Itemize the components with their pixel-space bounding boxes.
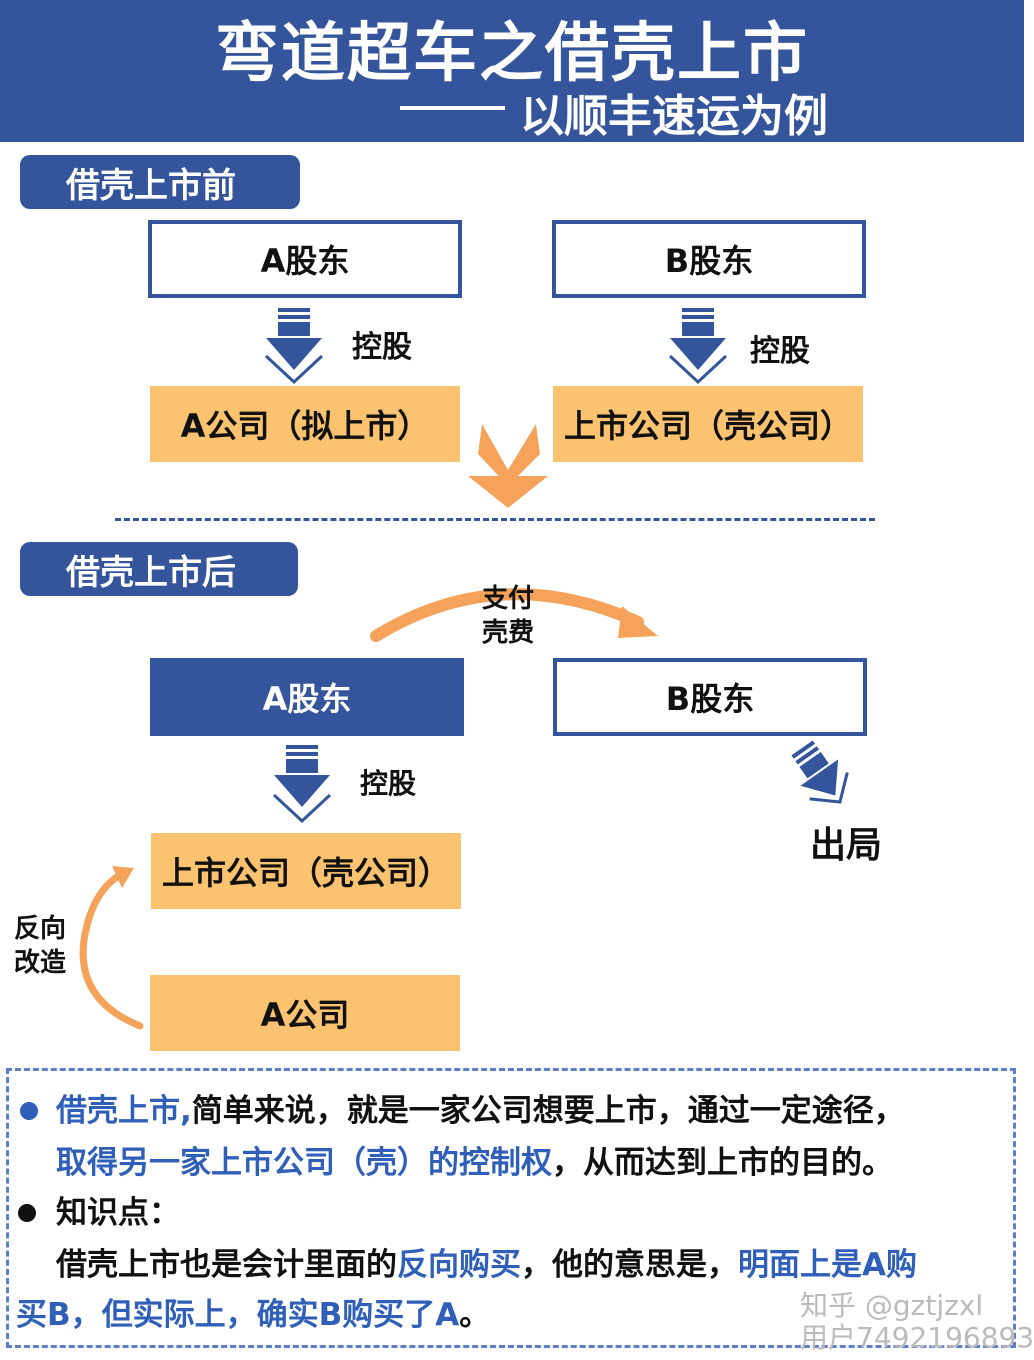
note-line-4-text-b: ，他的意思是， xyxy=(521,1247,738,1283)
before-a-shareholder-box: A股东 xyxy=(148,220,462,298)
note-line-2-highlight: 取得另一家上市公司（壳）的控制权 xyxy=(56,1145,552,1181)
merge-down-arrow-icon xyxy=(468,424,548,508)
exit-label: 出局 xyxy=(810,825,883,866)
watermark: 知乎 @gztjzxl 用户7492196893 xyxy=(800,1290,1034,1354)
note-line-1: 借壳上市,简单来说，就是一家公司想要上市，通过一定途径， xyxy=(56,1092,905,1130)
pay-fee-curved-arrow-icon xyxy=(370,588,658,642)
page-title: 弯道超车之借壳上市 xyxy=(215,17,809,91)
note-line-4-highlight-2: 明面上是A购 xyxy=(738,1247,917,1283)
note-line-5-highlight: 买B，但实际上，确实B购买了A xyxy=(16,1297,460,1333)
note-line-1-highlight: 借壳上市, xyxy=(56,1093,192,1129)
reverse-curved-arrow-icon xyxy=(79,866,144,1030)
note-line-2: 取得另一家上市公司（壳）的控制权，从而达到上市的目的。 xyxy=(56,1144,893,1182)
subtitle-dash xyxy=(400,106,505,110)
note-line-1-text: 简单来说，就是一家公司想要上市，通过一定途径， xyxy=(191,1093,905,1129)
before-left-down-arrow-icon xyxy=(264,308,324,385)
section-tab-after: 借壳上市后 xyxy=(20,542,298,596)
after-down-arrow-icon xyxy=(272,745,332,824)
watermark-line-2: 用户7492196893 xyxy=(800,1321,1034,1354)
section-tab-before: 借壳上市前 xyxy=(20,155,300,209)
note-line-5: 买B，但实际上，确实B购买了A。 xyxy=(16,1296,490,1334)
before-b-shareholder-box: B股东 xyxy=(552,220,866,298)
explanation-box xyxy=(6,1068,1016,1348)
reverse-label: 反向改造 xyxy=(14,914,67,978)
exit-diagonal-arrow-icon xyxy=(791,740,849,804)
before-right-down-arrow-icon xyxy=(668,308,728,385)
page-subtitle: 以顺丰速运为例 xyxy=(520,91,828,142)
after-a-shareholder-box: A股东 xyxy=(150,658,464,736)
knowledge-label: 知识点： xyxy=(56,1195,180,1231)
bullet-1-icon xyxy=(20,1102,38,1120)
header-banner xyxy=(0,0,1024,142)
pay-fee-label: 支付壳费 xyxy=(482,584,535,648)
before-listed-company-box: 上市公司（壳公司） xyxy=(553,386,863,462)
section-divider xyxy=(115,518,875,521)
before-control-right-label: 控股 xyxy=(750,334,810,369)
after-b-shareholder-box: B股东 xyxy=(553,658,867,736)
after-company-a-box: A公司 xyxy=(150,975,460,1051)
watermark-line-1: 知乎 @gztjzxl xyxy=(800,1289,984,1322)
note-line-4-text-a: 借壳上市也是会计里面的 xyxy=(56,1247,397,1283)
note-line-4-highlight: 反向购买 xyxy=(397,1247,521,1283)
note-line-5-text: 。 xyxy=(459,1297,491,1333)
before-control-left-label: 控股 xyxy=(352,330,412,365)
note-line-2-text: ，从而达到上市的目的。 xyxy=(552,1145,893,1181)
after-listed-company-box: 上市公司（壳公司） xyxy=(151,833,461,909)
before-company-a-box: A公司（拟上市） xyxy=(150,386,460,462)
bullet-2-icon xyxy=(18,1204,36,1222)
after-control-label: 控股 xyxy=(360,767,417,800)
note-line-4: 借壳上市也是会计里面的反向购买，他的意思是，明面上是A购 xyxy=(56,1246,917,1284)
